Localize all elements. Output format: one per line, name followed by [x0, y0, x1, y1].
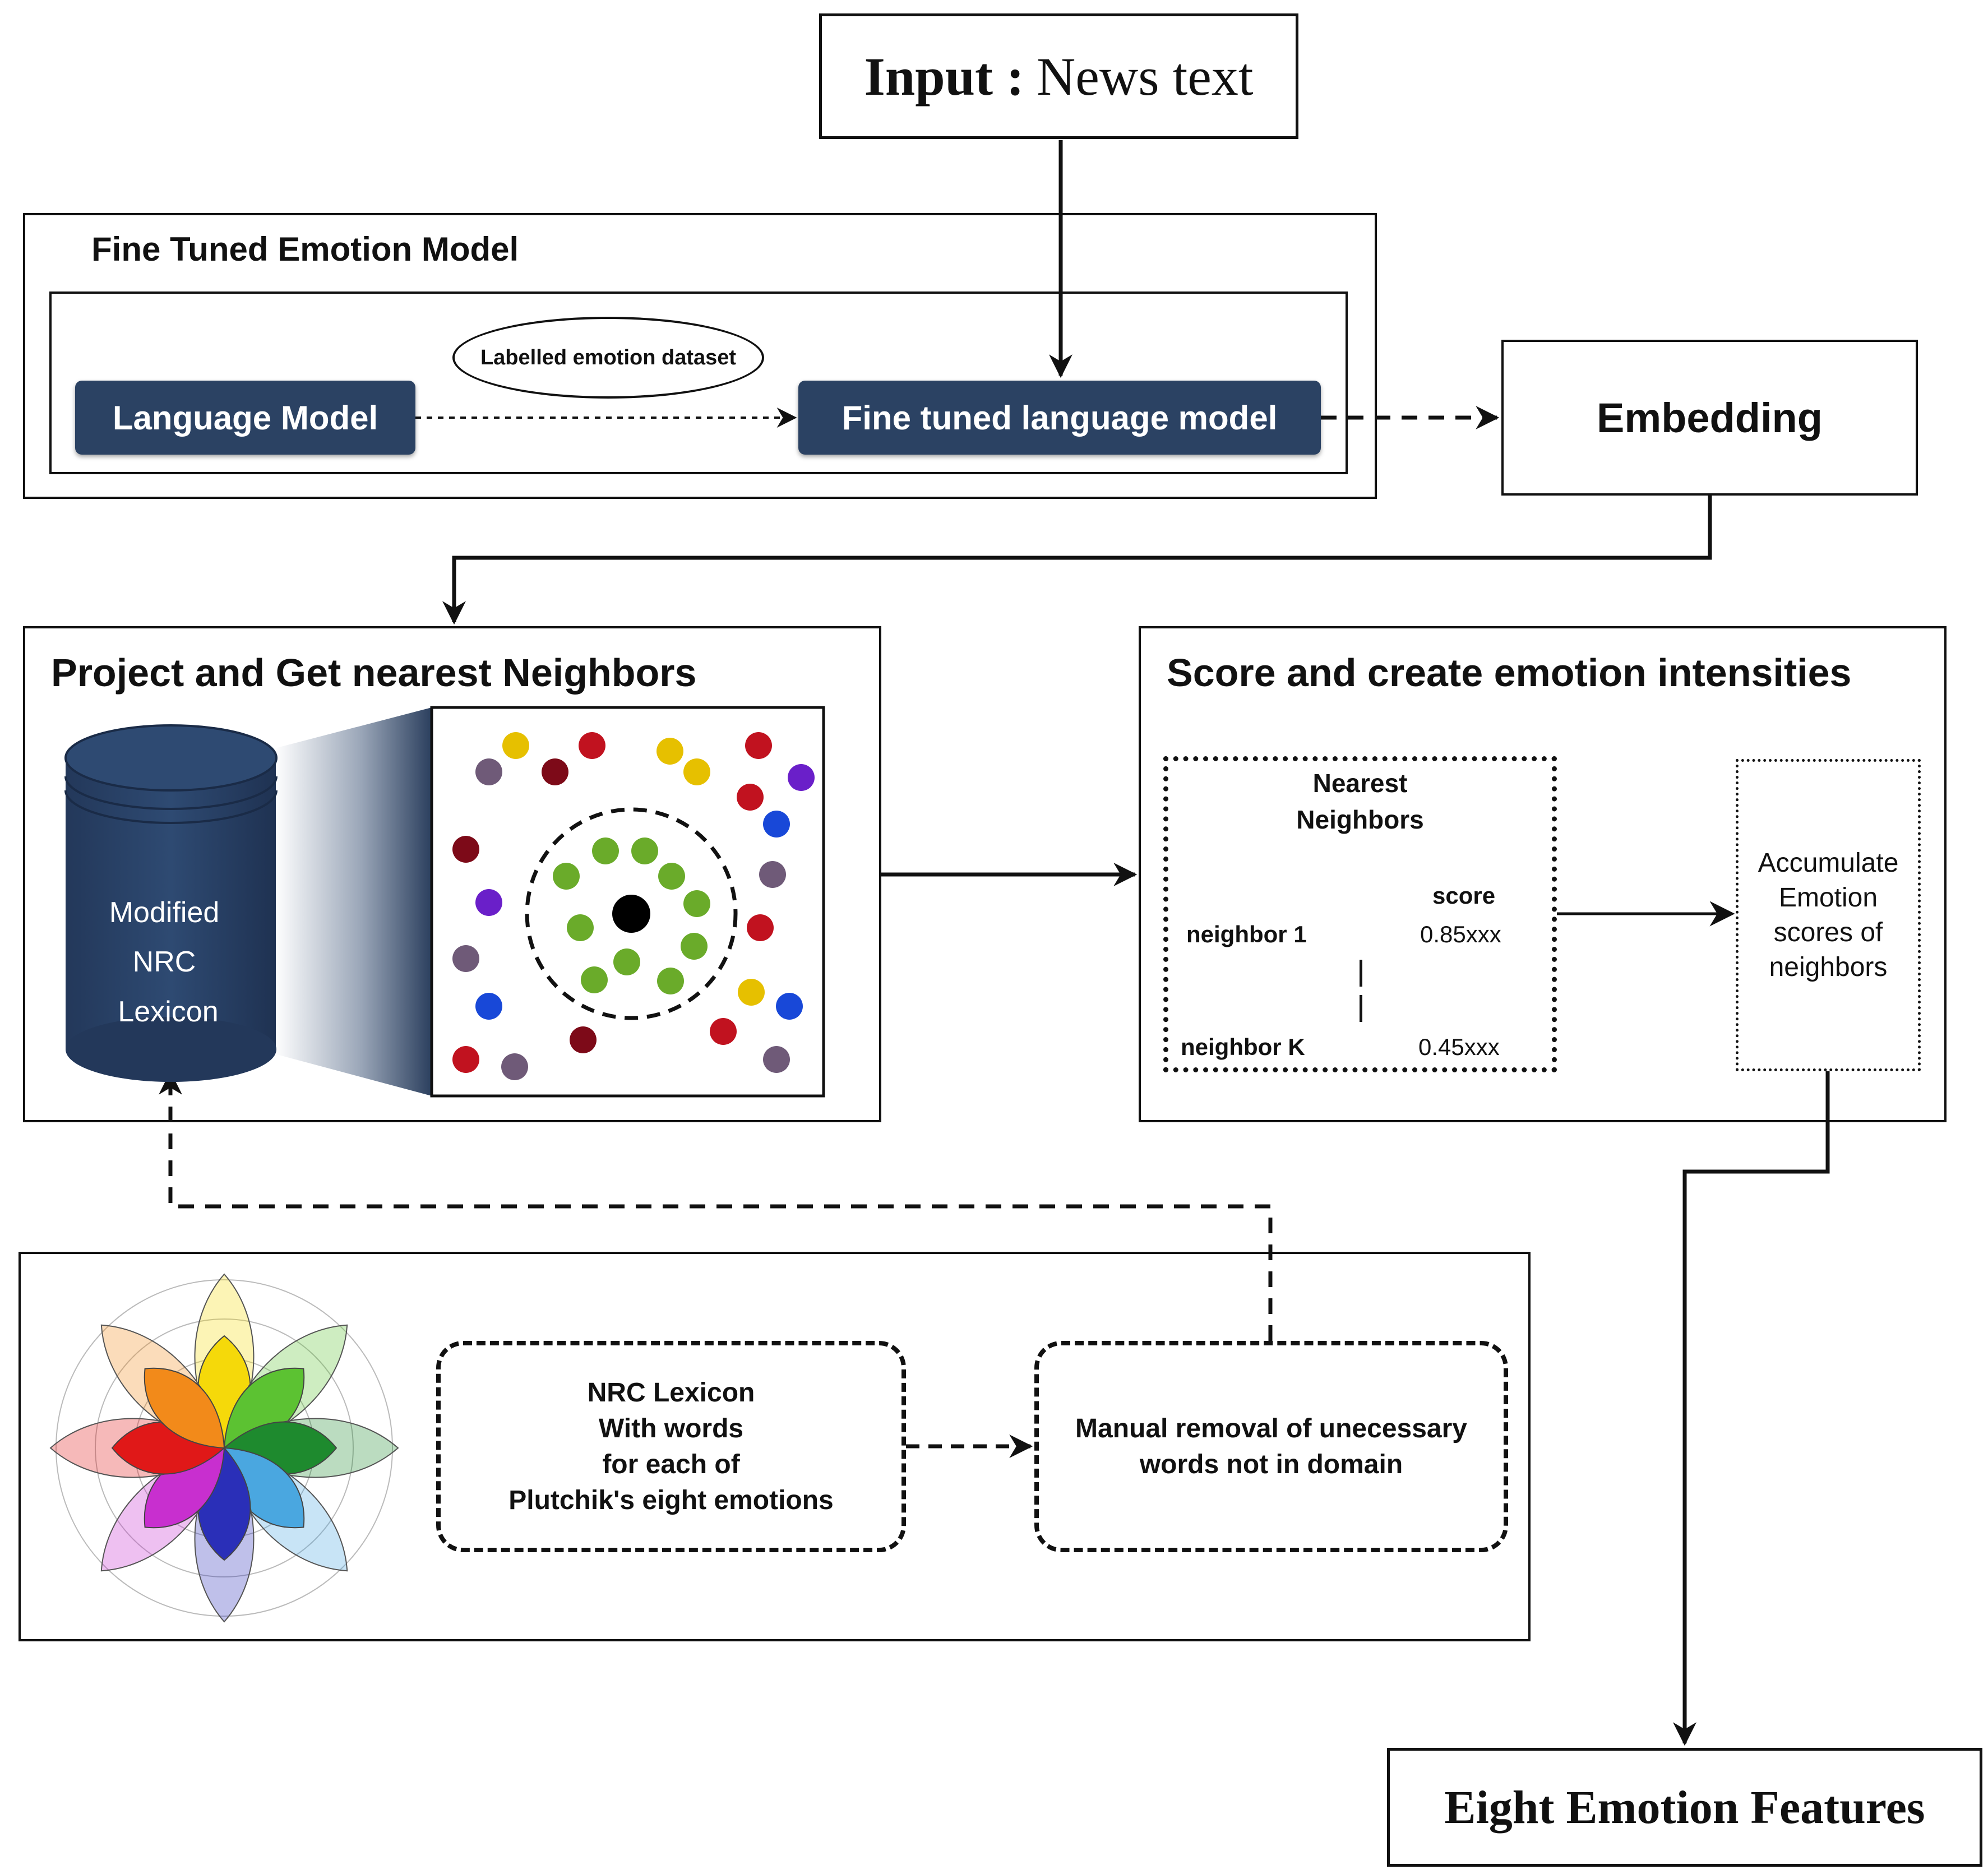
acc-line3: scores of — [1773, 917, 1883, 947]
project-title: Project and Get nearest Neighbors — [51, 651, 697, 695]
database-icon — [64, 724, 278, 1082]
embedding-point — [501, 1053, 528, 1080]
embedding-point — [683, 890, 710, 917]
embedding-point — [737, 784, 764, 811]
embedding-point — [776, 993, 803, 1020]
arrow-accumulate-to-output — [1673, 1071, 1830, 1746]
input-label: Input : — [864, 46, 1024, 107]
manual-removal-box: Manual removal of unecessary words not i… — [1034, 1341, 1508, 1552]
embedding-point — [553, 863, 580, 890]
lexicon-label-2: NRC — [133, 946, 196, 978]
embedding-point — [452, 1046, 479, 1073]
embedding-point — [542, 758, 568, 785]
lexicon-label-3: Lexicon — [118, 996, 218, 1028]
ellipsis-bar-2 — [1360, 995, 1362, 1022]
project-panel — [23, 626, 881, 1122]
embedding-point — [613, 948, 640, 975]
neighbor-radius — [525, 807, 738, 1020]
embedding-point — [710, 1018, 737, 1045]
nrc-line1: NRC Lexicon — [587, 1377, 755, 1408]
neighbor-1-label: neighbor 1 — [1186, 921, 1307, 947]
embedding-point — [658, 863, 685, 890]
arrow-embedding-to-project — [442, 496, 1712, 625]
fine-tuned-model-node: Fine tuned language model — [798, 381, 1321, 455]
neighbor-k-score: 0.45xxx — [1418, 1034, 1500, 1060]
embedding-point — [502, 732, 529, 759]
embedding-point — [683, 758, 710, 785]
embedding-point — [738, 979, 765, 1006]
nn-title-line2: Neighbors — [1296, 805, 1424, 834]
lexicon-label-1: Modified — [109, 896, 220, 929]
nrc-line4: Plutchik's eight emotions — [508, 1485, 834, 1515]
input-box: Input : News text — [819, 13, 1298, 139]
language-model-node: Language Model — [75, 381, 415, 455]
embedding-point — [475, 889, 502, 916]
manual-line2: words not in domain — [1139, 1449, 1403, 1479]
fine-tuned-model-inner — [49, 291, 1348, 474]
acc-line1: Accumulate — [1758, 848, 1899, 878]
wheel-ring — [95, 1318, 354, 1577]
embedding-point — [567, 914, 594, 941]
embedding-point — [763, 1046, 790, 1073]
embedding-point — [788, 764, 815, 791]
nn-title-line1: Nearest — [1312, 769, 1408, 798]
wheel-ring — [56, 1279, 393, 1617]
embedding-point — [570, 1026, 597, 1053]
output-box: Eight Emotion Features — [1387, 1748, 1982, 1867]
embedding-point — [452, 836, 479, 863]
embedding-point — [452, 945, 479, 972]
embedding-point — [581, 966, 608, 993]
lexicon-source-panel — [19, 1252, 1531, 1641]
acc-line4: neighbors — [1769, 952, 1888, 982]
fine-tuned-model-title: Fine Tuned Emotion Model — [91, 230, 519, 268]
nrc-line2: With words — [598, 1413, 744, 1443]
accumulate-box: Accumulate Emotion scores of neighbors — [1736, 759, 1921, 1071]
score-panel — [1139, 626, 1947, 1122]
embedding-point — [745, 732, 772, 759]
nrc-line3: for each of — [602, 1449, 740, 1479]
nrc-lexicon-box: NRC Lexicon With words for each of Plutc… — [436, 1341, 906, 1552]
embedding-point — [475, 758, 502, 785]
fine-tuned-model-container — [23, 213, 1377, 499]
plutchik-wheel-icon — [49, 1273, 399, 1623]
embedding-point — [656, 738, 683, 765]
embedding-point — [763, 811, 790, 837]
query-point — [612, 895, 650, 933]
embedding-point — [759, 861, 786, 888]
input-value: News text — [1036, 46, 1254, 107]
embedding-point — [631, 837, 658, 864]
embedding-point — [681, 933, 708, 960]
acc-line2: Emotion — [1778, 882, 1878, 913]
embedding-node: Embedding — [1501, 340, 1918, 496]
nearest-neighbors-box — [1163, 756, 1557, 1072]
embedding-point — [657, 968, 684, 994]
embedding-point — [579, 732, 605, 759]
manual-line1: Manual removal of unecessary — [1075, 1413, 1467, 1443]
arrow-manual-to-lexicon — [159, 1071, 1273, 1341]
embedding-point — [475, 993, 502, 1020]
neighbor-k-label: neighbor K — [1181, 1034, 1305, 1060]
embedding-point — [592, 837, 619, 864]
score-header: score — [1432, 882, 1496, 909]
ellipsis-bar-1 — [1360, 960, 1362, 987]
labelled-dataset-ellipse: Labelled emotion dataset — [452, 317, 764, 399]
neighbor-1-score: 0.85xxx — [1420, 921, 1501, 947]
score-title: Score and create emotion intensities — [1167, 651, 1852, 695]
embedding-point — [747, 914, 774, 941]
projection-beam — [275, 707, 432, 1096]
wheel-petal — [144, 1367, 225, 1449]
